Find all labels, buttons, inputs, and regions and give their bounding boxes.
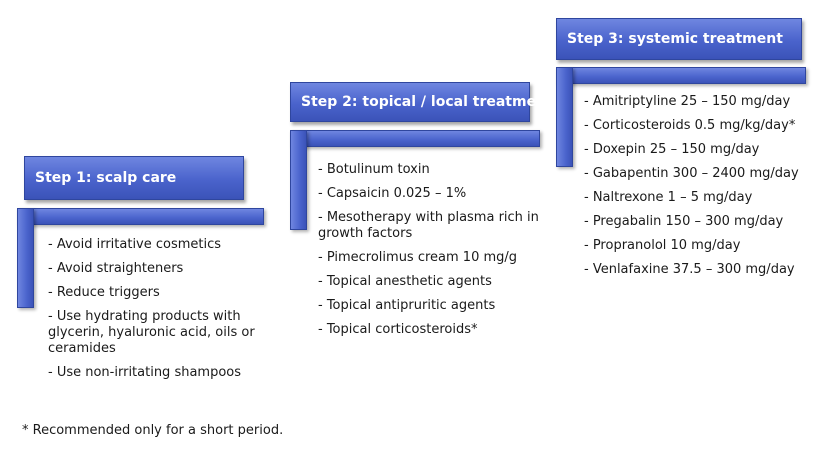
list-item: - Capsaicin 0.025 – 1%	[318, 186, 467, 201]
step-1-bracket-vertical	[17, 208, 34, 308]
list-item: - Topical corticosteroids*	[318, 322, 478, 337]
list-item: - Topical anesthetic agents	[318, 274, 492, 289]
step-3-list: - Amitriptyline 25 – 150 mg/day - Cortic…	[584, 94, 816, 286]
list-item: - Avoid straighteners	[48, 261, 184, 276]
list-item: - Topical antipruritic agents	[318, 298, 496, 313]
list-item: - Doxepin 25 – 150 mg/day	[584, 142, 760, 157]
list-item: - Gabapentin 300 – 2400 mg/day	[584, 166, 799, 181]
list-item: - Naltrexone 1 – 5 mg/day	[584, 190, 753, 205]
list-item: - Propranolol 10 mg/day	[584, 238, 741, 253]
footnote: * Recommended only for a short period.	[22, 423, 284, 438]
step-3-title: Step 3: systemic treatment	[567, 31, 783, 47]
step-3-banner: Step 3: systemic treatment	[556, 18, 802, 60]
step-1-bracket-horizontal	[17, 208, 264, 225]
list-item: - Reduce triggers	[48, 285, 160, 300]
list-item: - Use hydrating products with glycerin, …	[48, 309, 255, 356]
list-item: - Amitriptyline 25 – 150 mg/day	[584, 94, 791, 109]
list-item: - Botulinum toxin	[318, 162, 430, 177]
step-2-title: Step 2: topical / local treatment	[301, 94, 553, 110]
step-2-bracket-horizontal	[290, 130, 540, 147]
step-1-title: Step 1: scalp care	[35, 170, 177, 186]
step-1-banner: Step 1: scalp care	[24, 156, 244, 200]
list-item: - Mesotherapy with plasma rich in growth…	[318, 210, 539, 241]
step-3-bracket-horizontal	[556, 67, 806, 84]
step-2-bracket-vertical	[290, 130, 307, 230]
list-item: - Pregabalin 150 – 300 mg/day	[584, 214, 784, 229]
step-3-bracket-vertical	[556, 67, 573, 167]
list-item: - Venlafaxine 37.5 – 300 mg/day	[584, 262, 795, 277]
list-item: - Use non-irritating shampoos	[48, 365, 242, 380]
list-item: - Avoid irritative cosmetics	[48, 237, 222, 252]
list-item: - Corticosteroids 0.5 mg/kg/day*	[584, 118, 796, 133]
step-2-banner: Step 2: topical / local treatment	[290, 82, 553, 122]
list-item: - Pimecrolimus cream 10 mg/g	[318, 250, 518, 265]
step-1-list: - Avoid irritative cosmetics - Avoid str…	[48, 237, 278, 389]
step-2-list: - Botulinum toxin - Capsaicin 0.025 – 1%…	[318, 162, 553, 346]
